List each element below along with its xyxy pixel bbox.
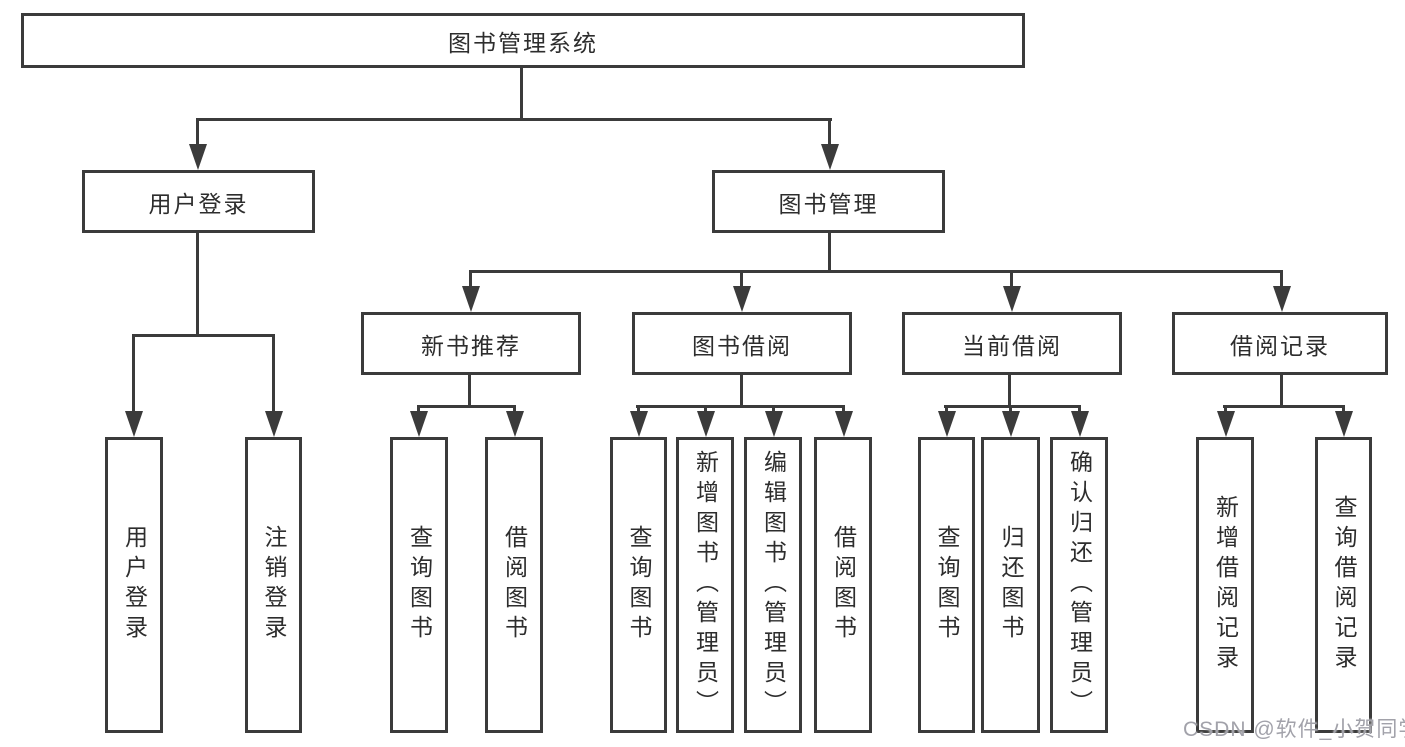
arrowhead-leaf [1071,411,1089,437]
arrowhead-book-borrow [733,286,751,312]
connector-current-borrow-stem [1008,373,1011,408]
node-leaf-add-book-admin: 新增图书（管理员） [676,437,734,733]
connector-arrow-shaft [417,405,420,415]
node-label: 新书推荐 [421,332,521,359]
connector-new-books-branch [417,405,516,408]
arrowhead-user-login [189,144,207,170]
arrowhead-leaf [938,411,956,437]
node-label: 图书借阅 [692,332,792,359]
connector-level3-branch [469,270,1283,273]
arrowhead-leaf [630,411,648,437]
arrowhead-leaf [765,411,783,437]
connector-root-stem [520,66,523,120]
connector-borrow-records-stem [1280,373,1283,408]
connector-arrow-shaft [828,118,831,148]
connector-current-borrow-branch [944,405,1080,408]
node-label: 新增图书（管理员） [692,450,719,720]
node-label: 查询借阅记录 [1331,495,1357,675]
node-label: 借阅记录 [1230,332,1330,359]
node-leaf-add-borrow-record: 新增借阅记录 [1196,437,1254,733]
node-label: 编辑图书（管理员） [760,450,787,720]
connector-arrow-shaft [1280,270,1283,290]
node-library-system: 图书管理系统 [21,13,1025,68]
node-new-books: 新书推荐 [361,312,581,375]
node-label: 查询图书 [934,525,960,645]
connector-arrow-shaft [1078,405,1081,415]
arrowhead-leaf [506,411,524,437]
connector-arrow-shaft [513,405,516,415]
connector-book-mgmt-stem [828,231,831,272]
node-label: 借阅图书 [830,525,857,645]
arrowhead-leaf [1335,411,1353,437]
csdn-watermark: CSDN @软件_小贺同学 [1183,718,1405,741]
node-label: 当前借阅 [962,332,1062,359]
connector-arrow-shaft [1009,405,1012,415]
arrowhead-borrow-records [1273,286,1291,312]
node-label: 用户登录 [121,525,148,645]
node-user-login: 用户登录 [82,170,315,233]
node-leaf-logout: 注销登录 [245,437,302,733]
arrowhead-leaf [1217,411,1235,437]
connector-arrow-shaft [469,270,472,290]
node-label: 确认归还（管理员） [1066,450,1093,720]
connector-arrow-shaft [1010,270,1013,290]
node-label: 归还图书 [998,525,1024,645]
connector-arrow-shaft [704,405,707,415]
connector-arrow-shaft [772,405,775,415]
node-label: 借阅图书 [501,525,528,645]
node-leaf-user-login: 用户登录 [105,437,163,733]
arrowhead-leaf [410,411,428,437]
arrowhead-new-books [462,286,480,312]
node-label: 查询图书 [626,525,652,645]
node-leaf-borrow-books: 借阅图书 [485,437,543,733]
connector-arrow-shaft [196,118,199,148]
arrowhead-leaf [697,411,715,437]
arrowhead-book-mgmt [821,144,839,170]
node-leaf-query-books: 查询图书 [918,437,975,733]
arrowhead-logout-leaf [265,411,283,437]
node-label: 新增借阅记录 [1212,495,1239,675]
arrowhead-leaf [835,411,853,437]
node-label: 图书管理系统 [448,29,598,56]
node-leaf-query-books: 查询图书 [390,437,448,733]
connector-user-login-branch [132,334,275,337]
connector-borrow-records-branch [1223,405,1344,408]
node-borrow-records: 借阅记录 [1172,312,1388,375]
node-leaf-edit-book-admin: 编辑图书（管理员） [744,437,802,733]
connector-book-borrow-branch [636,405,844,408]
arrowhead-leaf [1002,411,1020,437]
arrowhead-login-leaf [125,411,143,437]
connector-arrow-shaft [272,334,275,414]
connector-arrow-shaft [637,405,640,415]
node-leaf-borrow-books: 借阅图书 [814,437,872,733]
node-label: 注销登录 [261,525,287,645]
node-leaf-return-books: 归还图书 [981,437,1040,733]
connector-user-login-stem [196,231,199,337]
node-leaf-query-borrow-record: 查询借阅记录 [1315,437,1372,733]
node-current-borrow: 当前借阅 [902,312,1122,375]
node-book-borrow: 图书借阅 [632,312,852,375]
arrowhead-current-borrow [1003,286,1021,312]
connector-arrow-shaft [1342,405,1345,415]
node-label: 用户登录 [148,190,249,217]
connector-arrow-shaft [740,270,743,290]
connector-level2-branch [196,118,832,121]
connector-arrow-shaft [132,334,135,414]
node-book-mgmt: 图书管理 [712,170,945,233]
node-label: 查询图书 [406,525,433,645]
node-leaf-query-books: 查询图书 [610,437,667,733]
node-leaf-confirm-return-admin: 确认归还（管理员） [1050,437,1108,733]
connector-arrow-shaft [842,405,845,415]
connector-arrow-shaft [1224,405,1227,415]
node-label: 图书管理 [778,190,879,217]
connector-book-borrow-stem [740,373,743,408]
connector-new-books-stem [468,373,471,408]
connector-arrow-shaft [945,405,948,415]
